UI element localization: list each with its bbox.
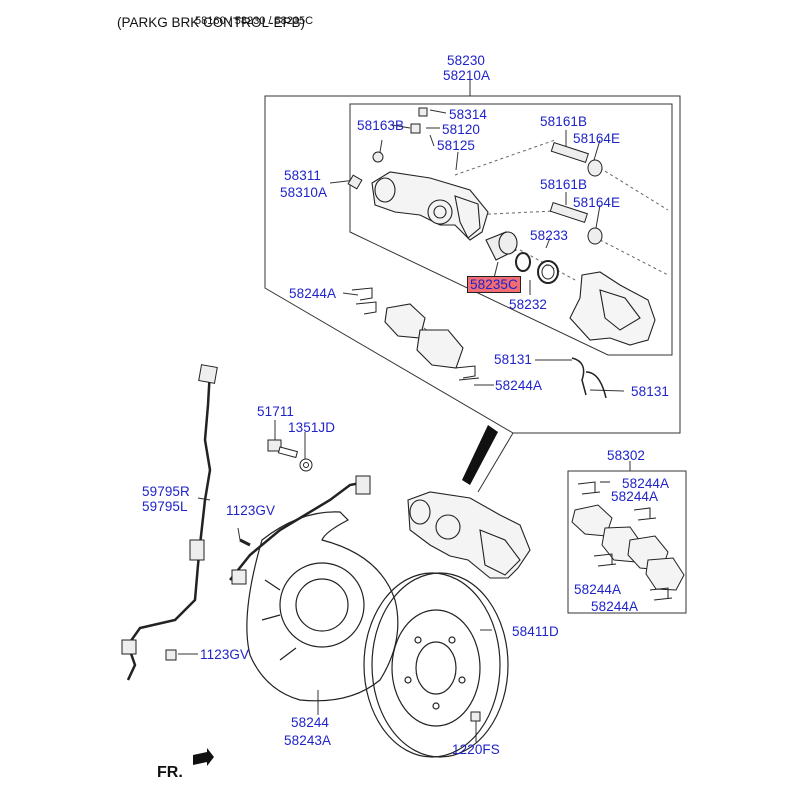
wheel-speed-sensor-cable [126,369,212,681]
front-direction-label: FR. [157,764,183,781]
part-label-58243a[interactable]: 58243A [284,733,332,748]
highlighted-part-58235c: 58235C [467,276,521,293]
part-label-51711[interactable]: 51711 [257,404,295,419]
part-label-1351jd[interactable]: 1351JD [288,420,336,435]
part-label-1123gv-2[interactable]: 1123GV [200,647,250,662]
part-label-58125[interactable]: 58125 [437,138,476,153]
part-label-59795r[interactable]: 59795R [142,484,190,499]
piston-detail [485,231,518,261]
pad-kit-frame [567,470,687,614]
part-label-58310a[interactable]: 58310A [280,185,328,200]
part-label-1123gv[interactable]: 1123GV [226,503,276,518]
part-label-58120[interactable]: 58120 [442,122,481,137]
part-label-58232[interactable]: 58232 [509,297,548,312]
part-label-58244a-6[interactable]: 58244A [591,599,639,614]
caliper-housing-detail [371,171,489,241]
brake-pads-detail [384,303,464,369]
part-label-58131-2[interactable]: 58131 [631,384,670,399]
part-label-58244a-2[interactable]: 58244A [495,378,543,393]
caliper-assembly-frame [264,95,681,434]
part-label-58244a-3[interactable]: 58244A [622,476,670,491]
part-label-58161b-2[interactable]: 58161B [540,177,588,192]
pad-shim-clips [351,287,480,381]
part-label-58163b[interactable]: 58163B [357,118,405,133]
part-label-58230[interactable]: 58230 [447,53,486,68]
guide-pins-detail [347,107,603,245]
dust-shield [246,511,399,702]
front-direction-arrow-icon [193,748,214,766]
brake-disc [363,572,509,758]
diagram-title: (PARKG BRK CONTROL-EPB) [117,15,306,30]
wire-spring-detail [571,357,607,399]
part-label-59795l[interactable]: 59795L [142,499,188,514]
part-label-58311[interactable]: 58311 [284,168,322,183]
part-label-58411d[interactable]: 58411D [512,624,559,639]
part-label-58164e-2[interactable]: 58164E [573,195,621,210]
seal-detail [515,252,531,272]
part-label-58235c[interactable]: 58235C [467,276,521,293]
part-label-58210a[interactable]: 58210A [443,68,491,83]
part-label-1220fs[interactable]: 1220FS [452,742,500,757]
part-label-58233[interactable]: 58233 [530,228,569,243]
diagram-title-overlay: 58160 / 58230 / 58235C [195,15,314,27]
part-label-58244a-5[interactable]: 58244A [574,582,622,597]
part-label-58244[interactable]: 58244 [291,715,330,730]
part-label-58161b[interactable]: 58161B [540,114,588,129]
pad-kit-contents [571,504,685,591]
part-label-58131[interactable]: 58131 [494,352,533,367]
caliper-main [407,491,531,579]
boot-detail [537,260,559,284]
bolt-washer-detail [267,439,313,472]
part-label-58244a[interactable]: 58244A [289,286,337,301]
detail-arrow-icon [462,425,498,485]
part-label-58314[interactable]: 58314 [449,107,488,122]
part-label-58302[interactable]: 58302 [607,448,646,463]
part-label-58244a-4[interactable]: 58244A [611,489,659,504]
caliper-inner-frame [349,103,673,356]
carrier-bracket-detail [569,271,656,346]
part-label-58164e[interactable]: 58164E [573,131,621,146]
